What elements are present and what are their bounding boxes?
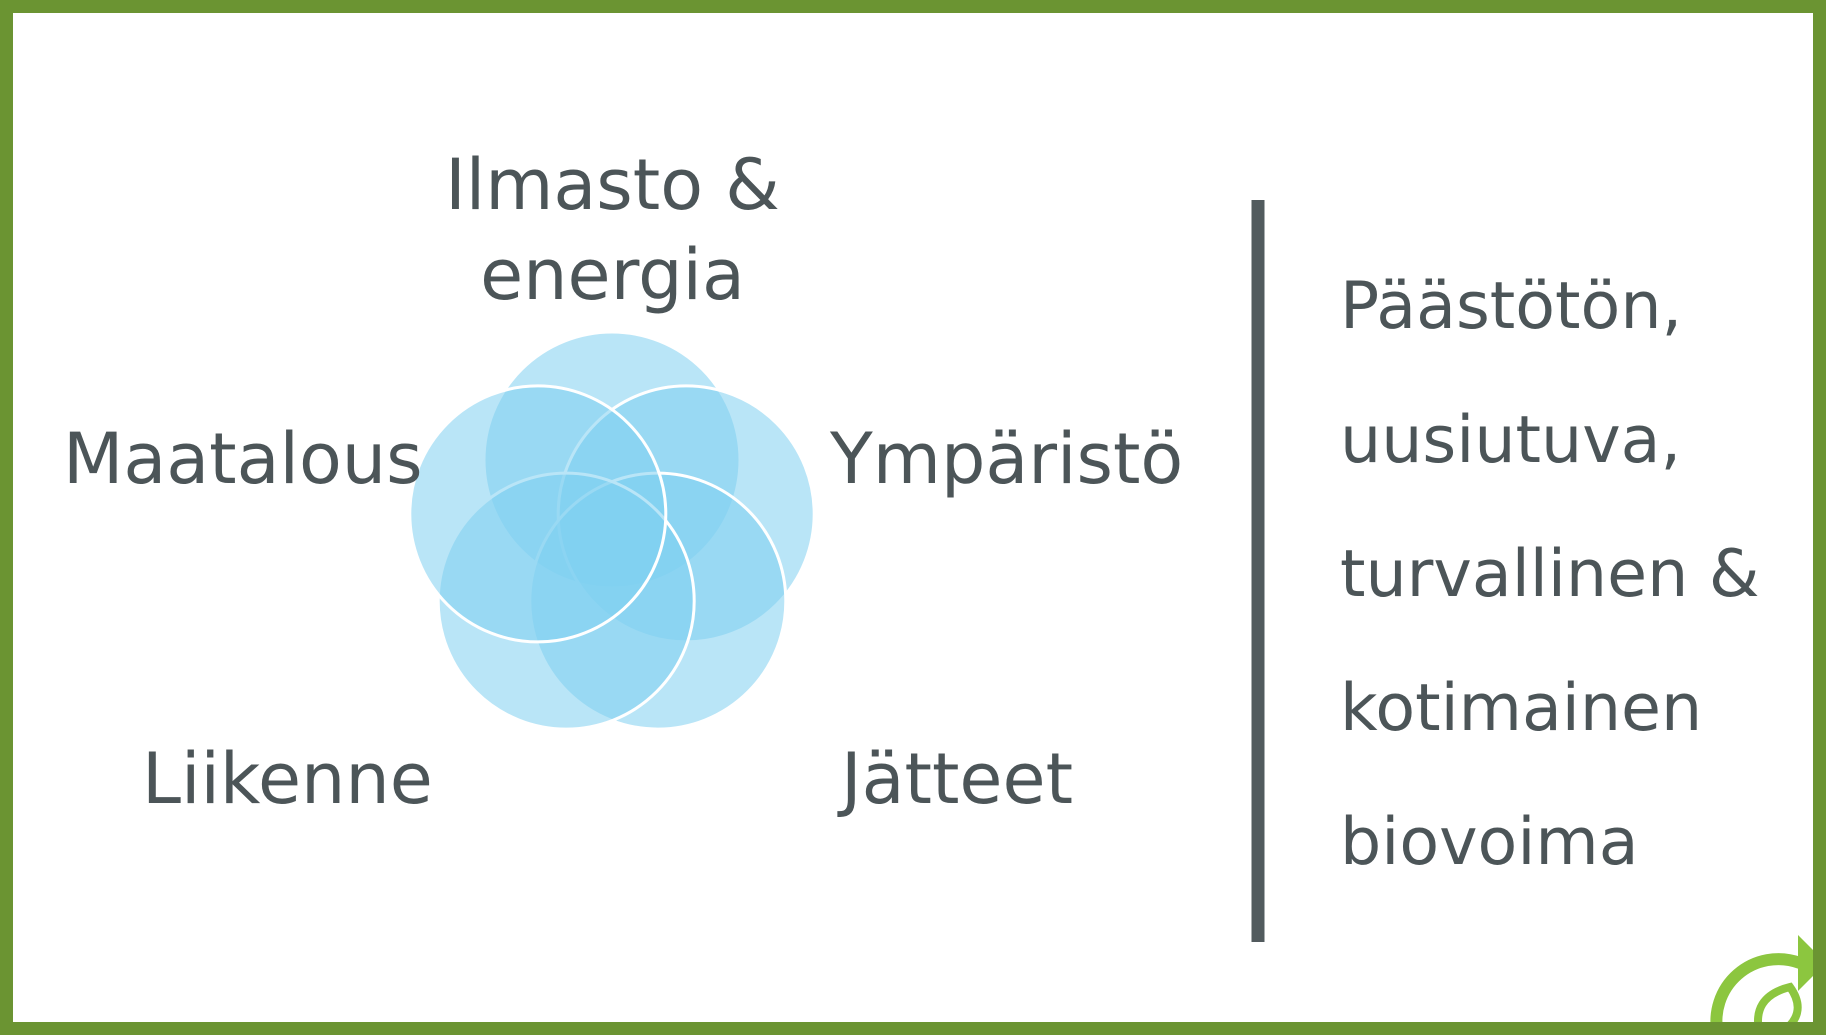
label-environment: Ympäristö <box>830 418 1184 500</box>
label-agriculture: Maatalous <box>63 418 423 500</box>
summary-line-3: turvallinen & <box>1340 537 1760 612</box>
summary-line-1: Päästötön, <box>1340 269 1683 344</box>
summary-line-5: biovoima <box>1340 805 1639 880</box>
summary-line-2: uusiutuva, <box>1340 403 1682 478</box>
label-climate-line-1: Ilmasto & <box>445 144 780 226</box>
label-climate-line-2: energia <box>480 234 745 316</box>
recycle-leaf-icon <box>1710 935 1826 1035</box>
label-climate-energy: Ilmasto & energia <box>420 140 805 320</box>
venn-circle-agriculture <box>408 384 668 644</box>
summary-text: Päästötön, uusiutuva, turvallinen & koti… <box>1340 240 1760 910</box>
label-traffic: Liikenne <box>142 738 433 820</box>
summary-line-4: kotimainen <box>1340 671 1703 746</box>
label-waste: Jätteet <box>841 738 1074 820</box>
